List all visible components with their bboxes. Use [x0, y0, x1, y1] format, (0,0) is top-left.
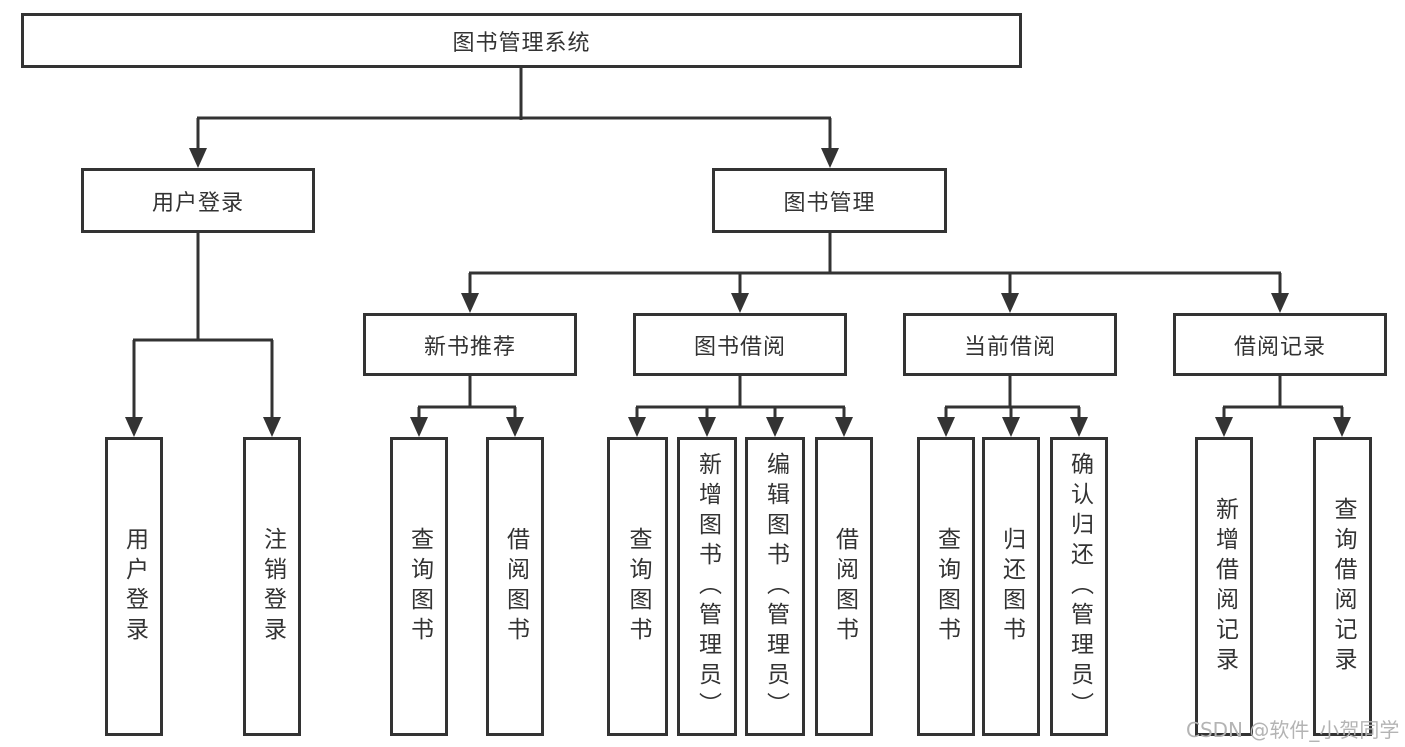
node-current-borrowing: 当前借阅: [903, 313, 1117, 376]
leaf-return-books: 归还图书: [982, 437, 1040, 736]
leaf-logout: 注销登录: [243, 437, 301, 736]
leaf-borrow-books-recommend: 借阅图书: [486, 437, 544, 736]
leaf-query-books-current: 查询图书: [917, 437, 975, 736]
leaf-confirm-return-admin: 确认归还（管理员）: [1050, 437, 1108, 736]
leaf-query-books-recommend: 查询图书: [390, 437, 448, 736]
leaf-add-borrow-record: 新增借阅记录: [1195, 437, 1253, 736]
leaf-edit-book-admin: 编辑图书（管理员）: [745, 437, 805, 736]
leaf-query-borrow-record: 查询借阅记录: [1313, 437, 1372, 736]
node-book-management: 图书管理: [712, 168, 947, 233]
node-book-borrowing: 图书借阅: [633, 313, 847, 376]
leaf-add-book-admin: 新增图书（管理员）: [677, 437, 737, 736]
node-user-login: 用户登录: [81, 168, 315, 233]
csdn-watermark: CSDN @软件_小贺同学: [1186, 718, 1400, 742]
leaf-borrow-books: 借阅图书: [815, 437, 873, 736]
node-new-book-recommendation: 新书推荐: [363, 313, 577, 376]
leaf-query-books-borrowing: 查询图书: [607, 437, 668, 736]
leaf-user-login: 用户登录: [105, 437, 163, 736]
node-borrowing-records: 借阅记录: [1173, 313, 1387, 376]
node-library-management-system: 图书管理系统: [21, 13, 1022, 68]
